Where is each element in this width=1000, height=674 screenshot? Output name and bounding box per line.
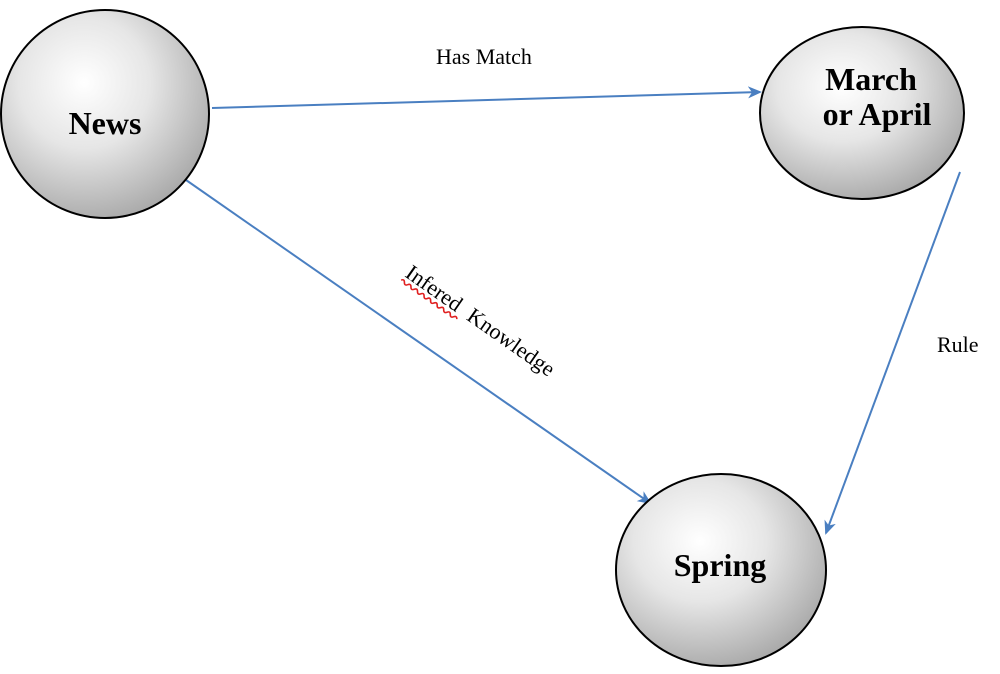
- spellcheck-underline: [400, 278, 458, 320]
- edge-label-has-match: Has Match: [436, 44, 532, 69]
- node-march-or-april-label: March or April: [823, 61, 932, 132]
- node-march-or-april-circle: [759, 26, 965, 200]
- edge-rule: Rule: [824, 171, 979, 535]
- edge-label-word-knowledge: Knowledge: [463, 303, 560, 382]
- node-march-or-april: March or April: [759, 26, 965, 200]
- edge-infered-knowledge: Infered Knowledge: [185, 179, 652, 505]
- node-march-or-april-label-line1: March: [825, 61, 917, 97]
- node-news: News: [0, 9, 210, 219]
- node-spring-label: Spring: [674, 547, 766, 583]
- edge-line-rule: [824, 171, 961, 535]
- edge-line-has-match: [211, 86, 762, 109]
- node-news-label: News: [69, 105, 142, 141]
- edge-line-infered-knowledge: [185, 179, 652, 505]
- node-spring-circle: [615, 473, 827, 667]
- node-spring: Spring: [615, 473, 827, 667]
- edge-has-match: Has Match: [211, 44, 762, 109]
- edge-label-rule: Rule: [937, 332, 979, 357]
- node-news-circle: [0, 9, 210, 219]
- node-march-or-april-label-line2: or April: [823, 96, 932, 132]
- edge-label-infered-knowledge: Infered Knowledge: [401, 260, 560, 382]
